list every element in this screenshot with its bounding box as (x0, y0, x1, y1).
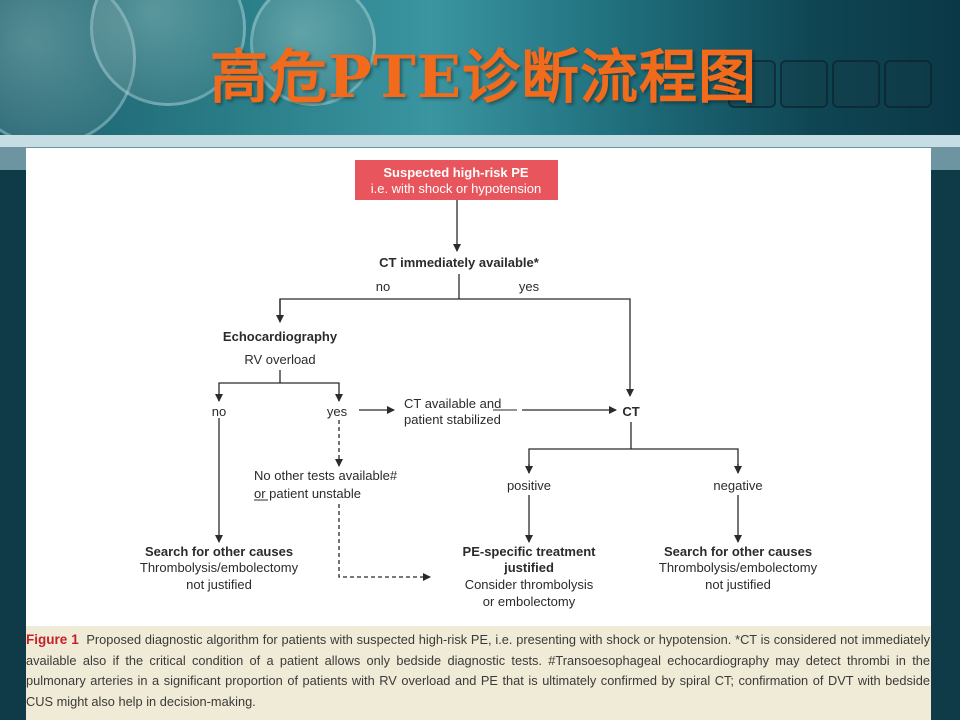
right-outcome-line2: Thrombolysis/embolectomy (659, 560, 818, 575)
caption-text: Proposed diagnostic algorithm for patien… (26, 632, 930, 709)
left-outcome-line2: Thrombolysis/embolectomy (140, 560, 299, 575)
header-divider (0, 135, 960, 147)
slide-title: 高危PTE诊断流程图 (210, 43, 757, 111)
figure-panel: Suspected high-risk PE i.e. with shock o… (26, 148, 931, 720)
decor-square (780, 60, 828, 108)
ct-yes-label: yes (519, 279, 540, 294)
negative-label: negative (713, 478, 762, 493)
decor-square (728, 60, 776, 108)
start-box (355, 160, 558, 200)
flowchart: Suspected high-risk PE i.e. with shock o… (140, 160, 818, 609)
left-outcome-line3: not justified (186, 577, 252, 592)
no-other-tests-label: No other tests available# (254, 468, 398, 483)
connector (218, 382, 340, 401)
connector (528, 448, 739, 473)
decor-square (884, 60, 932, 108)
decor-square (832, 60, 880, 108)
mid-outcome-line2: justified (503, 560, 554, 575)
ct-no-label: no (376, 279, 390, 294)
connector (279, 298, 634, 397)
connector (338, 504, 431, 581)
no-other-tests-sublabel: or patient unstable (254, 486, 361, 501)
caption-background (26, 626, 931, 720)
mid-outcome-line4: or embolectomy (483, 594, 576, 609)
slide-header: 高危PTE诊断流程图 (0, 0, 960, 135)
echo-no-label: no (212, 404, 226, 419)
echo-title: Echocardiography (223, 329, 338, 344)
mid-outcome-title: PE-specific treatment (463, 544, 597, 559)
figure-label: Figure 1 (26, 632, 79, 647)
ct-available-sublabel: patient stabilized (404, 412, 501, 427)
mid-outcome-line3: Consider thrombolysis (465, 577, 594, 592)
positive-label: positive (507, 478, 551, 493)
right-outcome-line3: not justified (705, 577, 771, 592)
echo-subtitle: RV overload (244, 352, 315, 367)
start-box-sublabel: i.e. with shock or hypotension (371, 181, 542, 196)
petri-dish-image (250, 0, 376, 106)
right-outcome-title: Search for other causes (664, 544, 812, 559)
start-box-label: Suspected high-risk PE (383, 165, 529, 180)
figure-caption: Figure 1 Proposed diagnostic algorithm f… (26, 630, 930, 712)
left-outcome-title: Search for other causes (145, 544, 293, 559)
ct-available-label: CT available and (404, 396, 501, 411)
ct-node: CT (622, 404, 639, 419)
ct-question: CT immediately available* (379, 255, 540, 270)
echo-yes-label: yes (327, 404, 348, 419)
